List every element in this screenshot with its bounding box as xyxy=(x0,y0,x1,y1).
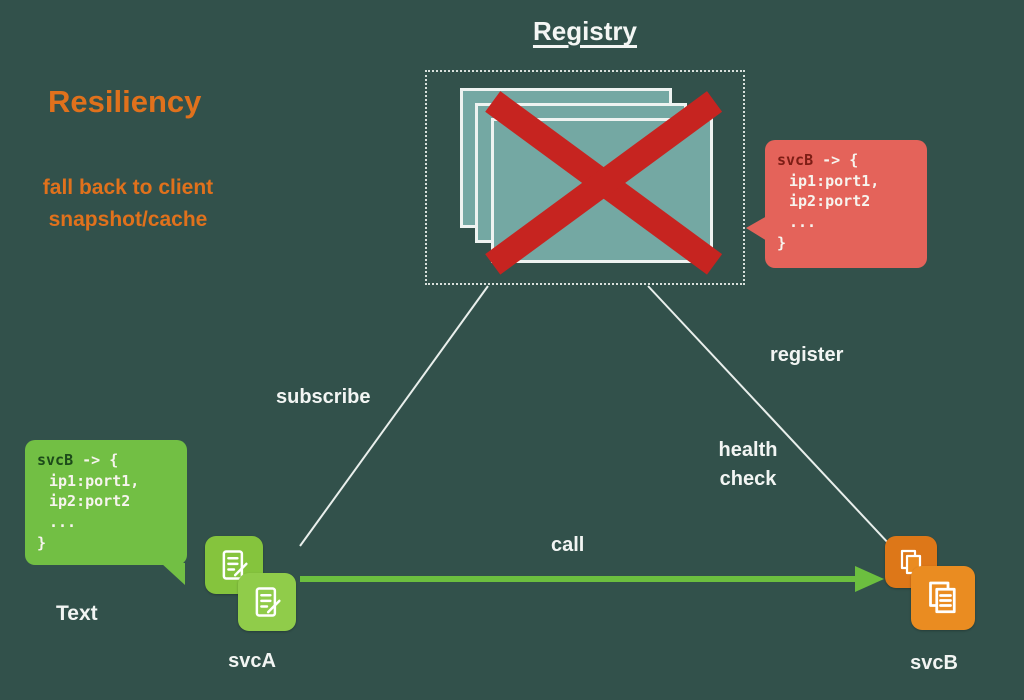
code-line: svcB -> { xyxy=(37,450,175,471)
code-line: ip2:port2 xyxy=(789,192,871,211)
code-line: ip1:port1, xyxy=(789,171,880,190)
memo-icon xyxy=(238,573,296,631)
resiliency-heading: Resiliency xyxy=(48,84,202,119)
fallback-note-line1: fall back to client xyxy=(42,176,214,199)
code-line: ... xyxy=(789,213,817,232)
health-check-label: health check xyxy=(710,436,786,494)
svcb-label: svcB xyxy=(910,652,958,674)
code-line: svcB -> { xyxy=(777,150,915,171)
svca-node xyxy=(205,536,305,642)
code-key: svcB xyxy=(777,151,814,169)
svca-label: svcA xyxy=(228,650,276,672)
call-label: call xyxy=(551,534,585,556)
register-label: register xyxy=(770,344,844,366)
code-arrow: -> { xyxy=(813,151,859,169)
subscribe-label: subscribe xyxy=(276,386,371,408)
bubble-tail-icon xyxy=(746,216,767,241)
text-label: Text xyxy=(56,602,98,625)
fallback-note-line2: snapshot/cache xyxy=(48,207,208,231)
code-line: ip2:port2 xyxy=(49,492,131,511)
health-check-line1: health xyxy=(718,439,778,461)
registry-snapshot-bubble: svcB -> { ip1:port1, ip2:port2 ... } xyxy=(746,140,927,268)
failure-cross-icon xyxy=(485,91,723,275)
code-key: svcB xyxy=(37,451,74,469)
code-line: } xyxy=(777,233,787,252)
svcb-node xyxy=(885,536,981,640)
bubble-tail-icon xyxy=(161,563,185,585)
client-cache-bubble: svcB -> { ip1:port1, ip2:port2 ... } xyxy=(25,440,187,585)
register-edge-line xyxy=(647,285,891,546)
subscribe-edge-line xyxy=(299,285,489,547)
code-line: } xyxy=(37,533,47,552)
pages-icon xyxy=(911,566,975,630)
fallback-note: fall back to client snapshot/cache xyxy=(22,172,234,235)
code-line: ip1:port1, xyxy=(49,471,140,490)
code-arrow: -> { xyxy=(73,451,119,469)
registry-cluster-box xyxy=(425,70,745,285)
code-line: ... xyxy=(49,513,77,532)
health-check-line2: check xyxy=(719,468,777,490)
call-arrowhead-icon xyxy=(855,566,884,592)
registry-title: Registry xyxy=(532,16,638,46)
